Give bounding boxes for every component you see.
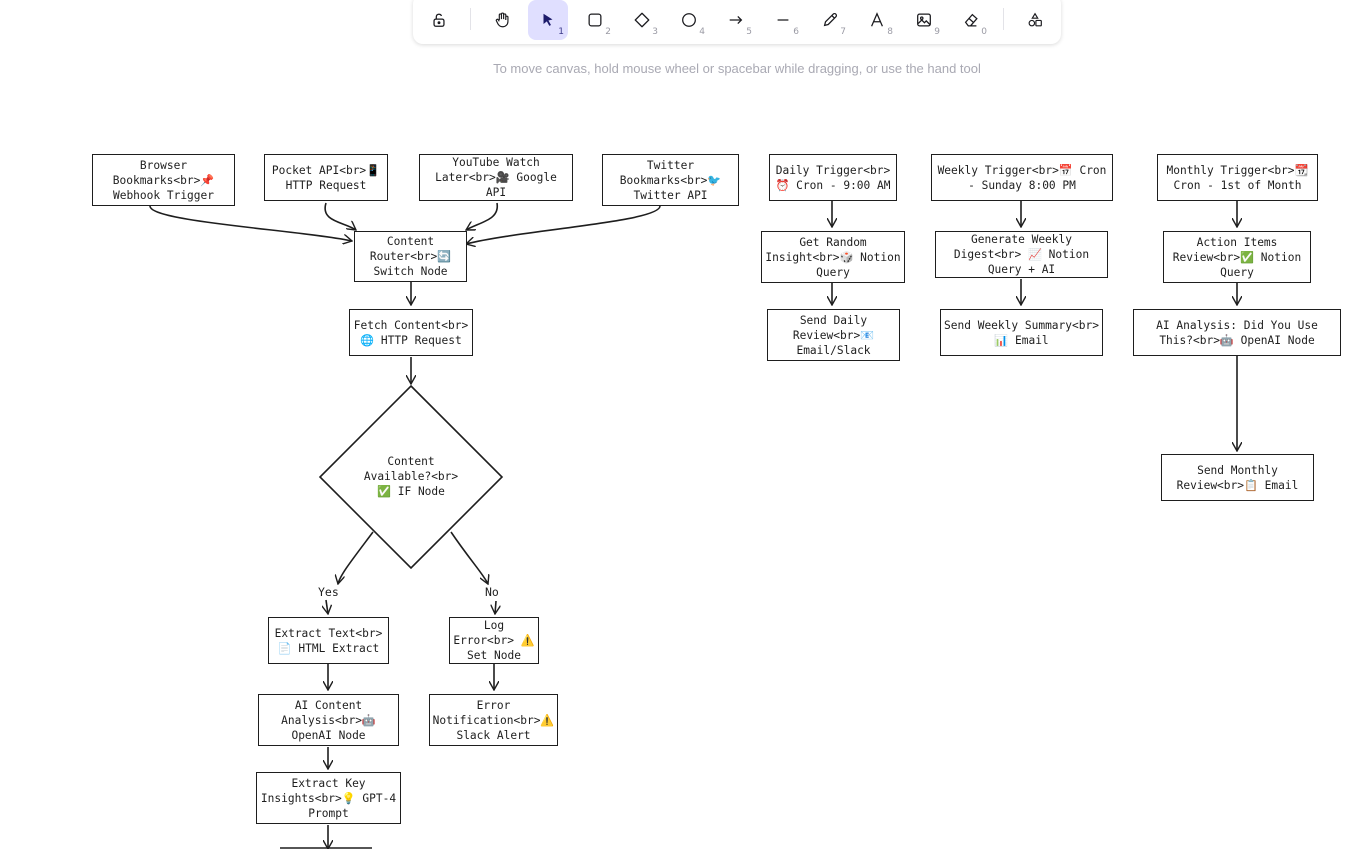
text-icon[interactable]: 8	[857, 0, 897, 40]
shortcut-key: 5	[746, 27, 752, 37]
connector	[338, 531, 374, 584]
rectangle-icon[interactable]: 2	[575, 0, 615, 40]
node-youtube-watch-later[interactable]: YouTube Watch Later<br>🎥 Google API	[419, 154, 573, 201]
node-ai-content-analysis[interactable]: AI Content Analysis<br>🤖 OpenAI Node	[258, 694, 399, 746]
node-monthly-trigger[interactable]: Monthly Trigger<br>📆 Cron - 1st of Month	[1157, 154, 1318, 201]
node-content-router[interactable]: Content Router<br>🔄 Switch Node	[354, 231, 467, 282]
node-browser-bookmarks[interactable]: Browser Bookmarks<br>📌 Webhook Trigger	[92, 154, 235, 206]
toolbar: 1 2 3 4 5 6 7 8 9 0	[413, 0, 1061, 44]
connector	[324, 202, 356, 230]
line-icon[interactable]: 6	[763, 0, 803, 40]
shortcut-key: 9	[934, 27, 940, 37]
node-pocket-api[interactable]: Pocket API<br>📱 HTTP Request	[264, 154, 388, 201]
lock-icon[interactable]	[419, 0, 459, 40]
node-log-error[interactable]: Log Error<br> ⚠️ Set Node	[449, 617, 539, 664]
connector	[466, 205, 661, 244]
connector	[450, 531, 488, 584]
hand-icon[interactable]	[482, 0, 522, 40]
node-action-items-review[interactable]: Action Items Review<br>✅ Notion Query	[1163, 231, 1311, 283]
arrow-icon[interactable]: 5	[716, 0, 756, 40]
eraser-icon[interactable]: 0	[951, 0, 991, 40]
image-icon[interactable]: 9	[904, 0, 944, 40]
shortcut-key: 4	[699, 27, 705, 37]
ellipse-icon[interactable]: 4	[669, 0, 709, 40]
toolbar-divider	[1003, 8, 1004, 30]
node-send-monthly-review[interactable]: Send Monthly Review<br>📋 Email	[1161, 454, 1314, 501]
node-generate-weekly-digest[interactable]: Generate Weekly Digest<br> 📈 Notion Quer…	[935, 231, 1108, 278]
connector	[149, 205, 352, 241]
canvas-hint: To move canvas, hold mouse wheel or spac…	[493, 61, 981, 76]
shapes-library-icon[interactable]	[1015, 0, 1055, 40]
edge-label-no: No	[485, 585, 499, 599]
connector	[326, 599, 328, 614]
node-send-daily-review[interactable]: Send Daily Review<br>📧 Email/Slack	[767, 309, 900, 361]
node-daily-trigger[interactable]: Daily Trigger<br>⏰ Cron - 9:00 AM	[769, 154, 897, 201]
node-fetch-content[interactable]: Fetch Content<br> 🌐 HTTP Request	[349, 309, 473, 356]
diamond-icon[interactable]: 3	[622, 0, 662, 40]
node-weekly-trigger[interactable]: Weekly Trigger<br>📅 Cron - Sunday 8:00 P…	[931, 154, 1113, 201]
shortcut-key: 3	[652, 27, 658, 37]
node-get-random-insight[interactable]: Get Random Insight<br>🎲 Notion Query	[761, 231, 905, 283]
toolbar-divider	[470, 8, 471, 30]
node-extract-key-insights[interactable]: Extract Key Insights<br>💡 GPT-4 Prompt	[256, 772, 401, 824]
node-twitter-bookmarks[interactable]: Twitter Bookmarks<br>🐦 Twitter API	[602, 154, 739, 206]
node-error-notification[interactable]: Error Notification<br>⚠️ Slack Alert	[429, 694, 558, 746]
connector	[466, 202, 498, 230]
node-content-available-label[interactable]: Content Available?<br> ✅ IF Node	[363, 455, 459, 498]
pencil-icon[interactable]: 7	[810, 0, 850, 40]
connector	[495, 600, 496, 614]
shortcut-key: 2	[605, 27, 611, 37]
shortcut-key: 6	[793, 27, 799, 37]
shortcut-key: 7	[840, 27, 846, 37]
shortcut-key: 1	[558, 27, 564, 37]
selection-icon[interactable]: 1	[528, 0, 568, 40]
content-available-diamond	[318, 384, 504, 570]
node-ai-analysis-did-you-use[interactable]: AI Analysis: Did You Use This?<br>🤖 Open…	[1133, 309, 1341, 356]
edge-label-yes: Yes	[318, 585, 339, 599]
node-extract-text[interactable]: Extract Text<br> 📄 HTML Extract	[268, 617, 389, 664]
shortcut-key: 0	[981, 27, 987, 37]
node-send-weekly-summary[interactable]: Send Weekly Summary<br> 📊 Email	[940, 309, 1103, 356]
shortcut-key: 8	[887, 27, 893, 37]
